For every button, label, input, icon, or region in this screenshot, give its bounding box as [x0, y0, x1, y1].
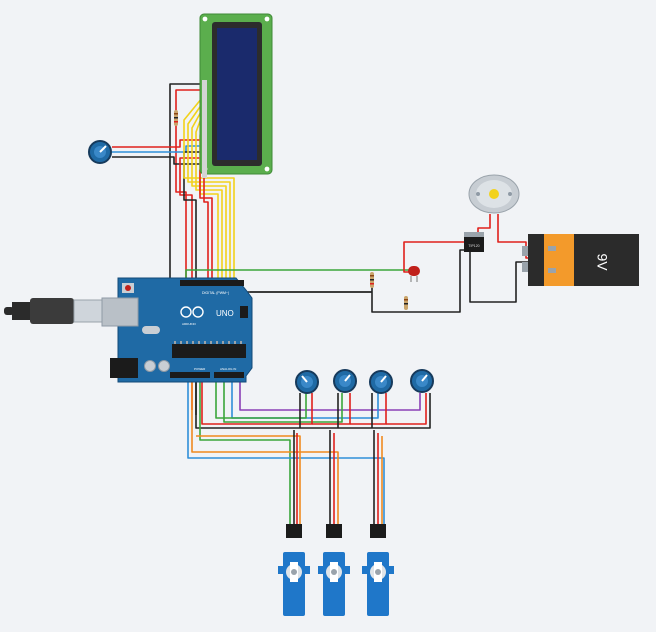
wire-led-signal[interactable] — [185, 269, 410, 278]
transistor[interactable]: TIP120 — [464, 232, 484, 252]
battery-9v[interactable]: 9V — [522, 234, 639, 286]
servo-3[interactable] — [362, 524, 394, 616]
board-sub-brand: ARDUINO — [182, 322, 197, 326]
servo-1[interactable] — [278, 524, 310, 616]
usb-cable[interactable] — [4, 298, 105, 324]
led-red[interactable] — [408, 266, 420, 282]
potentiometer-1[interactable] — [295, 370, 319, 394]
potentiometer-3[interactable] — [369, 370, 393, 394]
potentiometer-4[interactable] — [410, 369, 434, 393]
wire-pot-contrast-2[interactable] — [112, 145, 202, 153]
digital-header-label: DIGITAL (PWM~) — [202, 291, 229, 295]
transistor-label: TIP120 — [468, 244, 479, 248]
lcd-display[interactable] — [199, 13, 273, 178]
resistor-lcd[interactable] — [174, 110, 178, 126]
resistor-led[interactable] — [370, 272, 374, 288]
lcd-pin-header — [202, 80, 207, 178]
resistor-base[interactable] — [404, 296, 408, 310]
arduino-logo — [180, 306, 204, 318]
power-header-label: POWER — [194, 367, 206, 371]
power-header[interactable] — [170, 372, 210, 378]
dc-motor[interactable] — [468, 174, 520, 214]
wire-lcd-vcc[interactable] — [175, 89, 202, 278]
arduino-uno[interactable]: UNO ARDUINO DIGITAL (PWM~) POWER ANALOG … — [4, 277, 253, 383]
wire-a0[interactable] — [239, 380, 421, 411]
digital-header[interactable] — [180, 280, 244, 286]
board-brand: UNO — [216, 309, 234, 318]
analog-header-label: ANALOG IN — [220, 367, 236, 371]
analog-header[interactable] — [214, 372, 244, 378]
contrast-potentiometer[interactable] — [88, 140, 112, 164]
wire-a2[interactable] — [223, 380, 343, 423]
servo-2[interactable] — [318, 524, 350, 616]
potentiometer-2[interactable] — [333, 369, 357, 393]
wire-lcd-rw[interactable] — [183, 151, 202, 415]
wire-pot-contrast-1[interactable] — [112, 139, 202, 148]
battery-label: 9V — [594, 253, 610, 271]
wire-a3[interactable] — [215, 380, 307, 419]
